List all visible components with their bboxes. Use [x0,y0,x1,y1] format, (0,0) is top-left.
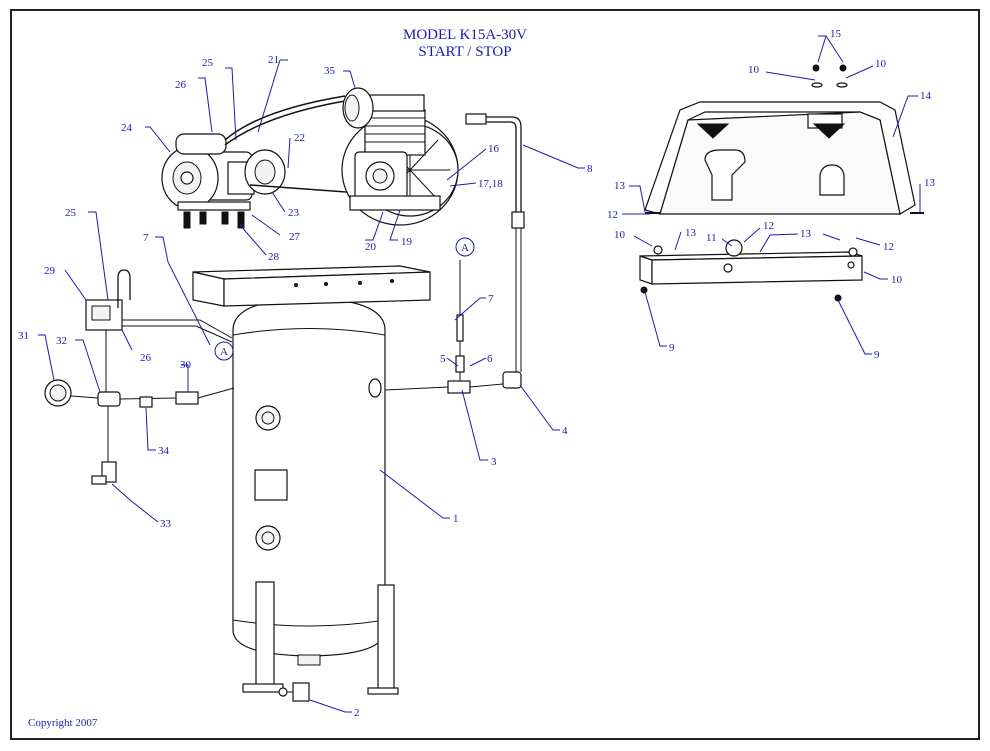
callout-35: 35 [324,65,336,77]
reference-marker-a-left: A [214,341,234,361]
callout-21: 21 [268,54,279,66]
callout-13: 13 [924,177,936,189]
callout-26: 26 [140,352,152,364]
callout-3: 3 [491,456,497,468]
model-title: MODEL K15A-30V [402,27,527,43]
leader-lines [38,35,921,713]
callout-23: 23 [288,207,300,219]
callout-2: 2 [354,707,360,719]
air-filter [342,87,374,129]
callout-6: 6 [487,353,493,365]
air-tank [232,297,399,695]
callout-29: 29 [44,265,56,277]
callout-33: 33 [160,518,172,530]
reference-marker-label: A [220,346,228,358]
callout-30: 30 [180,359,192,371]
callout-19: 19 [401,236,413,248]
callout-16: 16 [488,143,500,155]
callout-9: 9 [669,342,675,354]
callout-13: 13 [685,227,697,239]
electric-motor [161,133,255,229]
compressor-platform [192,265,431,307]
diagram-frame [10,9,980,740]
belt-guard [644,101,924,215]
callout-26: 26 [175,79,187,91]
callout-13: 13 [614,180,626,192]
callout-32: 32 [56,335,67,347]
callout-10: 10 [614,229,626,241]
callout-27: 27 [289,231,301,243]
callout-12: 12 [763,220,774,232]
callout-10: 10 [748,64,760,76]
callout-28: 28 [268,251,280,263]
outlet-manifold [44,379,235,485]
callout-20: 20 [365,241,377,253]
callout-4: 4 [562,425,568,437]
callout-34: 34 [158,445,170,457]
compressor-pump [341,94,459,226]
callout-12: 12 [607,209,618,221]
callout-12: 12 [883,241,894,253]
callout-14: 14 [920,90,932,102]
callout-24: 24 [121,122,133,134]
callout-17-18: 17,18 [478,178,503,190]
copyright-notice: Copyright 2007 [28,717,98,729]
model-subtitle: START / STOP [418,44,512,60]
callout-labels: 1 2 3 4 5 6 7 7 8 9 9 10 10 10 10 11 12 … [18,28,936,719]
motor-pulley [244,149,286,195]
callout-1: 1 [453,513,459,525]
callout-7: 7 [488,293,494,305]
reference-marker-label: A [461,242,469,254]
check-valve-assembly [384,260,522,394]
callout-8: 8 [587,163,593,175]
callout-5: 5 [440,353,446,365]
callout-25: 25 [65,207,77,219]
callout-10: 10 [891,274,903,286]
callout-11: 11 [706,232,717,244]
callout-10: 10 [875,58,887,70]
callout-31: 31 [18,330,29,342]
callout-25: 25 [202,57,214,69]
callout-22: 22 [294,132,305,144]
guard-bracket [639,64,863,302]
callout-15: 15 [830,28,842,40]
reference-marker-a-right: A [455,237,475,257]
discharge-tube [465,113,525,372]
callout-9: 9 [874,349,880,361]
callout-13: 13 [800,228,812,240]
pressure-switch [85,269,233,395]
drain-valve [278,682,310,702]
callout-7: 7 [143,232,149,244]
